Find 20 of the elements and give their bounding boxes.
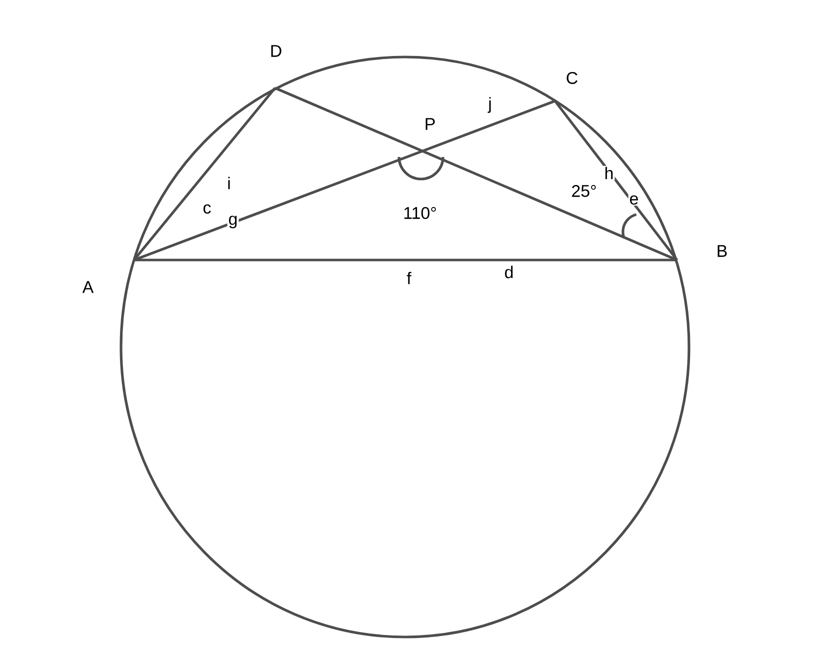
line-segment: [134, 100, 556, 262]
point-label: A: [82, 281, 94, 293]
point-label: D: [271, 45, 282, 57]
label-text: 110°: [402, 206, 438, 220]
label-text: e: [628, 194, 640, 206]
label-text: f: [406, 270, 412, 286]
label-text: g: [227, 214, 239, 230]
point-label: C: [566, 72, 578, 84]
label-text: i: [226, 176, 232, 190]
line-segment: [554, 100, 678, 261]
line-segment: [274, 86, 678, 262]
line-segment: [134, 258, 677, 262]
label-text: P: [423, 117, 437, 131]
label-text: d: [503, 264, 515, 280]
label-text: j: [487, 96, 493, 114]
label-text: 25°: [570, 184, 598, 198]
point-label: B: [718, 245, 727, 257]
line-segment: [133, 87, 276, 261]
label-text: c: [202, 203, 212, 215]
label-text: h: [603, 166, 615, 180]
